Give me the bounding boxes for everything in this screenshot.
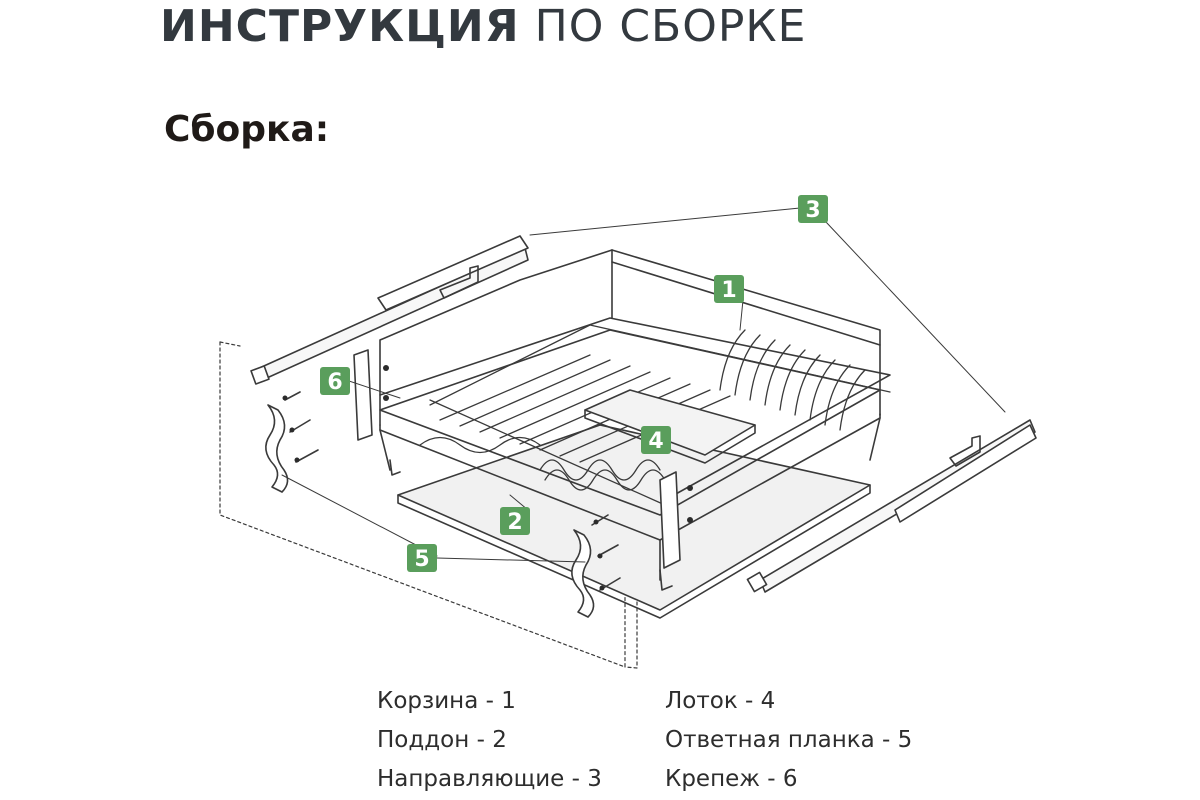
page-title: ИНСТРУКЦИЯ ПО СБОРКЕ (160, 0, 806, 54)
legend-item-pan: Поддон - 2 (377, 727, 507, 753)
legend-item-tray: Лоток - 4 (665, 688, 776, 714)
legend-column-2: Лоток - 4 Ответная планка - 5 Крепеж - 6 (665, 682, 912, 799)
assembly-diagram: 1 2 3 4 5 6 (219, 195, 1037, 669)
legend-item-fasteners: Крепеж - 6 (665, 766, 798, 792)
leader-lines (281, 207, 1006, 563)
bowl-rack (419, 436, 666, 491)
title-bold: ИНСТРУКЦИЯ (160, 1, 520, 52)
title-light: ПО СБОРКЕ (534, 1, 807, 52)
badge-5-label: 5 (414, 547, 429, 572)
badge-2-label: 2 (507, 510, 522, 535)
badge-1-label: 1 (721, 278, 736, 303)
badge-3: 3 (798, 195, 828, 223)
legend-item-counter-plate: Ответная планка - 5 (665, 727, 913, 753)
counter-plate-left (265, 391, 319, 493)
guide-rail-right (746, 419, 1037, 593)
basket-side-plates (353, 349, 681, 569)
badge-1: 1 (714, 275, 744, 303)
section-heading: Сборка: (164, 109, 330, 150)
badge-3-label: 3 (805, 198, 820, 223)
guide-rail-left (250, 235, 529, 385)
basket-frame (379, 249, 891, 591)
legend-item-basket: Корзина - 1 (377, 688, 516, 714)
badge-6-label: 6 (327, 370, 342, 395)
badge-2: 2 (500, 507, 530, 535)
badge-4: 4 (641, 426, 671, 454)
legend-item-guides: Направляющие - 3 (377, 766, 602, 792)
cabinet-wall (219, 341, 638, 669)
legend-column-1: Корзина - 1 Поддон - 2 Направляющие - 3 (377, 682, 602, 799)
badge-4-label: 4 (648, 429, 663, 454)
screws (282, 365, 693, 591)
tray-pan (397, 424, 871, 619)
badge-6: 6 (320, 367, 350, 395)
plate-rack (719, 329, 866, 431)
badge-5: 5 (407, 544, 437, 572)
